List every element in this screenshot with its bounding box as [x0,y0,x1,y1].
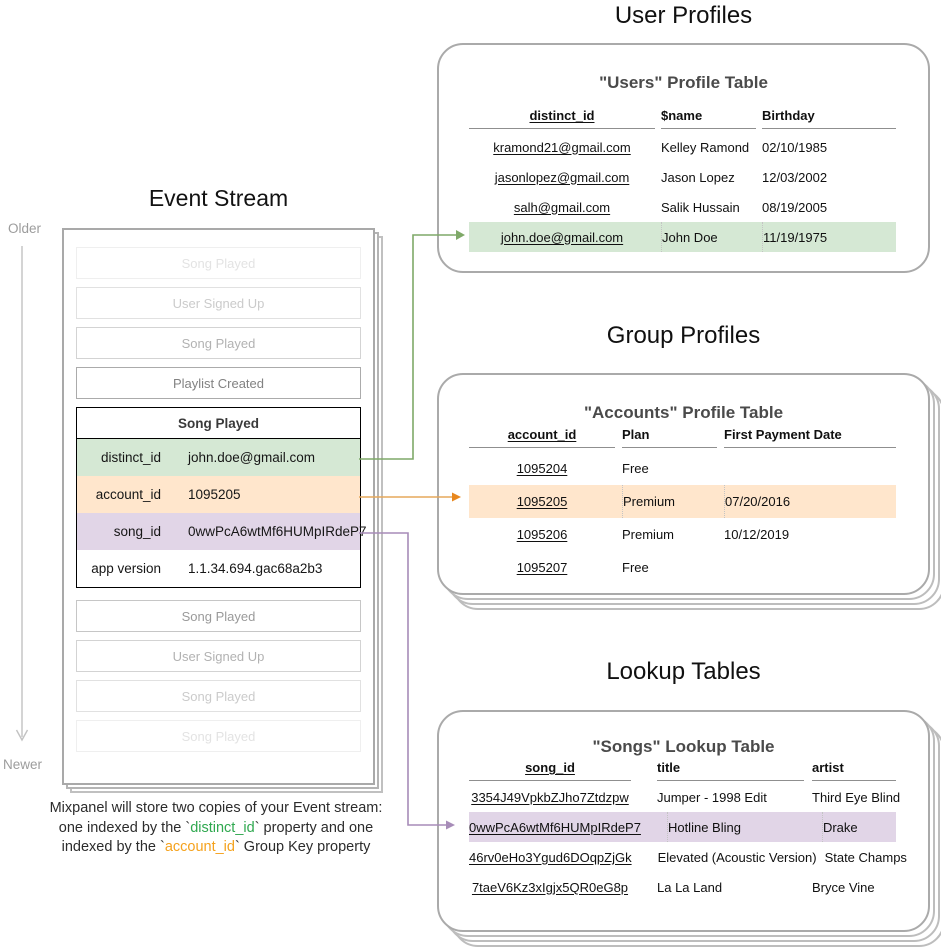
table-row-highlighted: 1095205 Premium 07/20/2016 [469,485,896,518]
lookup-tables-title: Lookup Tables [606,658,761,685]
table-row: jasonlopez@gmail.com Jason Lopez 12/03/2… [494,169,828,185]
col-header-song-id: song_id [469,755,631,781]
table-row-highlighted: john.doe@gmail.com John Doe 11/19/1975 [469,222,896,252]
table-row: 46rv0eHo3Ygud6DOqpZjGk Elevated (Acousti… [469,849,907,865]
songs-lookup-card: "Songs" Lookup Table song_id title artis… [437,710,930,932]
event-prop-account-id: account_id 1095205 [77,476,360,513]
prop-value: 1095205 [188,487,241,502]
users-table: distinct_id $name Birthday kramond21@gma… [469,103,896,252]
user-profiles-title: User Profiles [614,2,753,29]
col-header-title: title [657,755,804,781]
caption-line1: Mixpanel will store two copies of your E… [49,800,383,816]
table-header-row: distinct_id $name Birthday [469,103,896,129]
accounts-card-title: "Accounts" Profile Table [583,403,784,422]
table-row: salh@gmail.com Salik Hussain 08/19/2005 [513,199,828,215]
col-header-first-payment-date: First Payment Date [724,422,896,448]
accounts-table: account_id Plan First Payment Date 10952… [469,422,896,584]
prop-value: john.doe@gmail.com [188,450,316,465]
table-header-row: account_id Plan First Payment Date [469,422,896,448]
table-row: 3354J49VpkbZJho7Ztdzpw Jumper - 1998 Edi… [471,789,901,805]
newer-label: Newer [3,757,43,772]
caption-account-id-term: account_id [164,839,235,855]
event-card-title: Song Played [77,408,360,439]
table-row: kramond21@gmail.com Kelley Ramond 02/10/… [493,139,828,155]
group-profiles-title: Group Profiles [606,322,761,349]
event-card-song-played: Song Played distinct_id john.doe@gmail.c… [76,407,367,588]
event-prop-song-id: song_id 0wwPcA6wtMf6HUMpIRdeP7 [77,513,367,550]
event-item: User Signed Up [76,287,361,319]
caption-distinct-id-term: distinct_id [190,819,255,836]
songs-table: song_id title artist 3354J49VpkbZJho7Ztd… [469,755,907,902]
prop-value: 1.1.34.694.gac68a2b3 [188,561,323,576]
accounts-profile-card: "Accounts" Profile Table account_id Plan… [437,373,930,595]
event-prop-app-version: app version 1.1.34.694.gac68a2b3 [77,550,360,587]
older-label: Older [8,221,42,236]
event-prop-distinct-id: distinct_id john.doe@gmail.com [77,439,360,476]
col-header-account-id: account_id [469,422,615,448]
col-header-artist: artist [812,755,896,781]
event-stream-box: Song Played User Signed Up Song Played P… [62,228,375,785]
event-item: Song Played [76,720,361,752]
prop-key: app version [91,561,161,576]
col-header-plan: Plan [622,422,717,448]
col-header-name: $name [661,103,756,129]
prop-key: account_id [95,487,161,502]
caption: Mixpanel will store two copies of your E… [49,800,383,855]
table-row: 1095206 Premium 10/12/2019 [516,527,790,542]
event-item: User Signed Up [76,640,361,672]
event-stream-title: Event Stream [148,185,289,211]
table-row-highlighted: 0wwPcA6wtMf6HUMpIRdeP7 Hotline Bling Dra… [469,812,896,842]
users-profile-card: "Users" Profile Table distinct_id $name … [437,43,930,273]
event-item: Playlist Created [76,367,361,399]
timeline-arrowhead-icon [15,729,29,742]
event-item: Song Played [76,680,361,712]
col-header-birthday: Birthday [762,103,896,129]
table-row: 1095207 Free [516,560,649,575]
table-row: 7taeV6Kz3xIgjx5QR0eG8p La La Land Bryce … [471,879,875,895]
table-row: 1095204 Free [516,461,649,476]
col-header-distinct-id: distinct_id [469,103,655,129]
event-item: Song Played [76,600,361,632]
users-card-title: "Users" Profile Table [599,73,768,92]
prop-key: song_id [113,524,161,539]
table-header-row: song_id title artist [469,755,896,781]
event-item: Song Played [76,247,361,279]
prop-value: 0wwPcA6wtMf6HUMpIRdeP7 [188,524,367,539]
songs-card-title: "Songs" Lookup Table [592,737,775,756]
prop-key: distinct_id [100,450,161,465]
event-item: Song Played [76,327,361,359]
